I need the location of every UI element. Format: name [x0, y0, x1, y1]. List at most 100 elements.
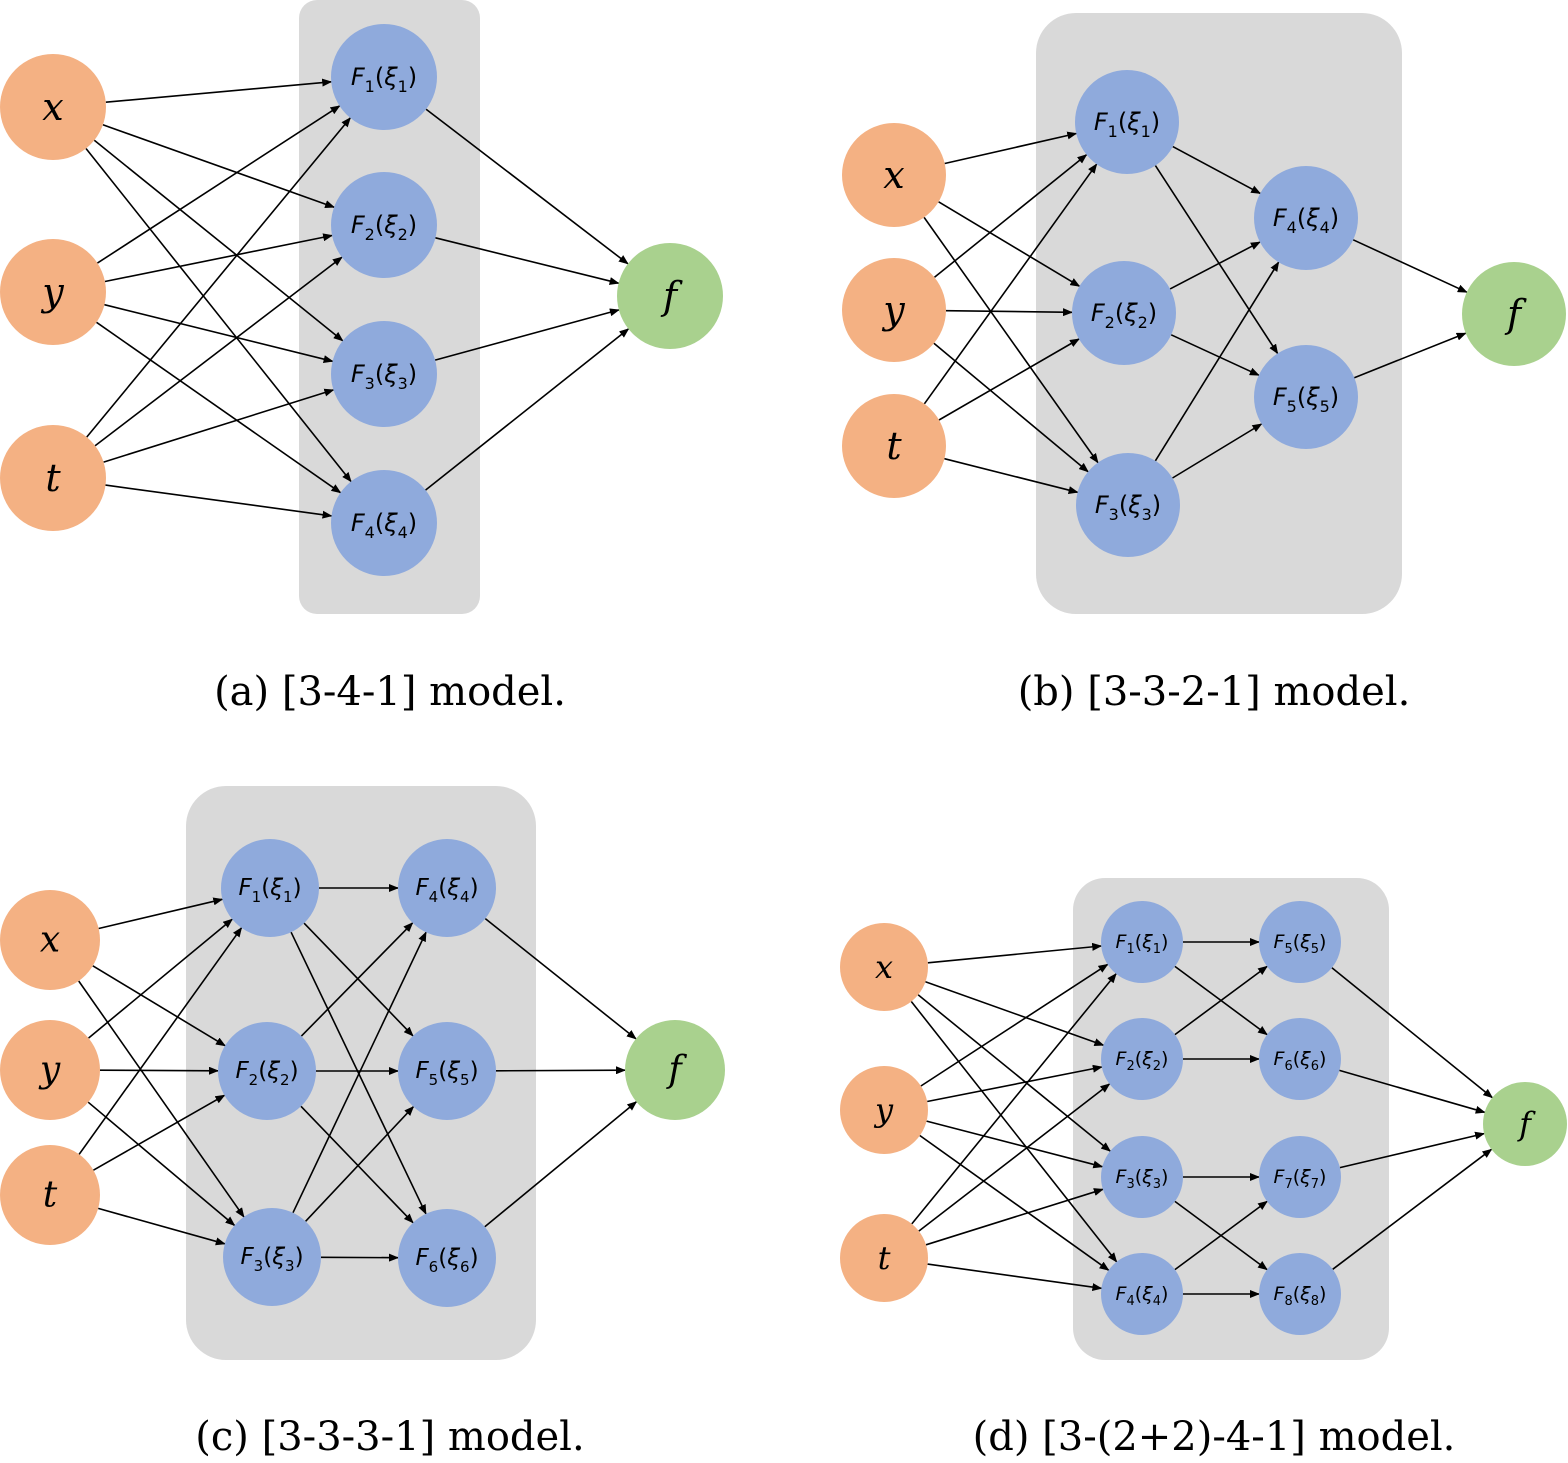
output-node-f: f [617, 243, 723, 349]
edge-h2-to-out [435, 237, 620, 285]
edge-h5-to-out [1354, 332, 1467, 379]
input-label: x [875, 948, 893, 986]
hidden-node-1: F1(ξ1) [1075, 70, 1179, 174]
edge-h2-to-h6 [300, 1105, 414, 1224]
input-label: t [45, 456, 61, 500]
edge-t-to-h2 [94, 256, 343, 447]
edge-y-to-h3 [933, 342, 1089, 473]
edges-layer [78, 884, 638, 1262]
edge-t-to-h2 [918, 1083, 1111, 1232]
hidden-node-5: F5(ξ5) [1259, 901, 1341, 983]
edge-t-to-h1 [911, 973, 1117, 1225]
edges-layer [910, 938, 1494, 1298]
input-label: t [886, 424, 902, 468]
hidden-node-3: F3(ξ3) [331, 321, 437, 427]
edge-h5-to-out [495, 1066, 626, 1075]
edge-x-to-h1 [944, 131, 1078, 165]
edge-h1-to-h5 [1154, 165, 1279, 355]
hidden-node-3: F3(ξ3) [1101, 1136, 1183, 1218]
edge-h3-to-h5 [305, 1105, 415, 1222]
output-node-f: f [1483, 1082, 1567, 1166]
edge-t-to-h4 [927, 1263, 1103, 1292]
edge-h3-to-h4 [1154, 261, 1280, 462]
edge-h4-to-out [1352, 239, 1468, 293]
function-label: F3(ξ3) [1095, 491, 1161, 524]
function-label: F3(ξ3) [351, 360, 417, 393]
edge-t-to-h3 [944, 457, 1079, 494]
edge-h1-to-h4 [1172, 145, 1262, 195]
function-label: F3(ξ3) [1116, 1166, 1169, 1192]
hidden-node-7: F7(ξ7) [1259, 1136, 1341, 1218]
hidden-node-1: F1(ξ1) [331, 24, 437, 130]
edge-h8-to-out [1332, 1148, 1493, 1270]
edge-x-to-h1 [98, 897, 224, 930]
edge-x-to-h2 [938, 201, 1081, 287]
input-node-x: x [840, 923, 928, 1011]
edge-h7-to-out [1339, 1131, 1486, 1169]
edge-h4-to-h7 [1174, 1200, 1268, 1271]
edge-x-to-h3 [78, 980, 245, 1218]
hidden-node-1: F1(ξ1) [221, 839, 319, 937]
edge-x-to-h2 [102, 124, 336, 208]
edge-y-to-h3 [104, 303, 334, 364]
output-node-f: f [625, 1020, 725, 1120]
hidden-node-3: F3(ξ3) [1076, 453, 1180, 557]
hidden-layer-box [1073, 878, 1389, 1360]
edge-t-to-h1 [86, 117, 351, 438]
edge-h3-to-h4 [292, 931, 427, 1214]
input-node-y: y [842, 258, 946, 362]
edge-x-to-h3 [917, 994, 1111, 1152]
edge-x-to-h4 [910, 1001, 1118, 1263]
function-label: F3(ξ3) [240, 1244, 303, 1275]
edge-x-to-h3 [923, 216, 1099, 464]
input-label: x [42, 85, 63, 129]
edge-h1-to-h5 [303, 922, 414, 1037]
function-label: F5(ξ5) [415, 1058, 478, 1089]
function-label: F2(ξ2) [351, 211, 417, 244]
input-label: t [878, 1239, 891, 1277]
edge-h5-to-out [1331, 967, 1494, 1099]
hidden-layer-box [299, 0, 480, 614]
edge-y-to-h3 [87, 1101, 236, 1227]
hidden-node-8: F8(ξ8) [1259, 1253, 1341, 1335]
hidden-node-4: F4(ξ4) [331, 470, 437, 576]
input-node-t: t [0, 1145, 100, 1245]
edge-t-to-h4 [105, 484, 333, 519]
edge-y-to-h3 [926, 1120, 1104, 1169]
edge-h2-to-h5 [1174, 965, 1268, 1036]
edge-t-to-h3 [97, 1207, 226, 1246]
hidden-node-2: F2(ξ2) [1101, 1018, 1183, 1100]
edge-h2-to-h4 [1169, 241, 1261, 290]
hidden-node-5: F5(ξ5) [398, 1022, 496, 1120]
panel-caption: (b) [3-3-2-1] model. [1018, 669, 1411, 715]
function-label: F4(ξ4) [1273, 204, 1339, 237]
panel-caption: (a) [3-4-1] model. [214, 669, 566, 715]
function-label: F7(ξ7) [1274, 1166, 1327, 1192]
function-label: F4(ξ4) [351, 509, 417, 542]
edge-t-to-h3 [103, 388, 335, 463]
edge-y-to-h1 [87, 918, 233, 1039]
hidden-node-1: F1(ξ1) [1101, 901, 1183, 983]
edge-y-to-h2 [945, 308, 1073, 317]
panel-caption: (c) [3-3-3-1] model. [195, 1414, 584, 1460]
input-label: y [38, 1050, 61, 1091]
edge-x-to-h2 [92, 965, 226, 1047]
hidden-node-2: F2(ξ2) [1072, 261, 1176, 365]
hidden-node-5: F5(ξ5) [1254, 345, 1358, 449]
input-node-t: t [840, 1214, 928, 1302]
function-label: F4(ξ4) [1116, 1283, 1169, 1309]
edge-h2-to-h4 [300, 922, 414, 1037]
edges-layer [923, 131, 1468, 494]
edge-h6-to-out [484, 1101, 638, 1228]
edge-h4-to-out [484, 917, 637, 1040]
edge-h6-to-out [1339, 1069, 1486, 1114]
input-node-t: t [842, 394, 946, 498]
function-label: F4(ξ4) [415, 875, 478, 906]
edge-h4-to-out [425, 328, 630, 491]
input-label: y [40, 270, 64, 314]
edge-h1-to-out [425, 108, 629, 265]
panel-c: x y t F1(ξ1) F2(ξ2) F3(ξ3) F4(ξ4) F5(ξ5)… [0, 786, 725, 1460]
edge-t-to-h1 [923, 163, 1098, 405]
edge-y-to-h2 [104, 233, 334, 283]
